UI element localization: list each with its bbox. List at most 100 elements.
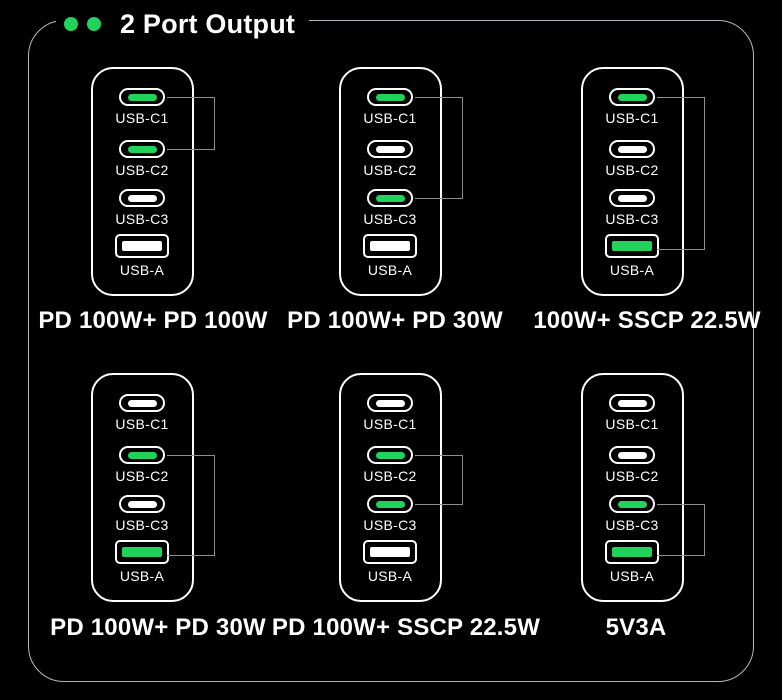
usb-a-port-icon	[115, 540, 169, 564]
port-usb-c3: USB-C3	[583, 189, 681, 227]
usb-a-port-icon	[605, 540, 659, 564]
port-usb-c1: USB-C1	[583, 88, 681, 126]
port-usb-c2: USB-C2	[93, 140, 191, 178]
usb-c-port-icon	[119, 189, 165, 207]
port-label: USB-C1	[605, 416, 659, 432]
port-usb-c3: USB-C3	[93, 495, 191, 533]
charger-caption: PD 100W+ PD 30W	[50, 614, 266, 641]
port-label: USB-C2	[363, 468, 417, 484]
charger-caption: PD 100W+ PD 30W	[287, 307, 503, 334]
green-dot-icon	[87, 17, 101, 31]
usb-c-port-icon	[119, 88, 165, 106]
port-label: USB-C2	[605, 468, 659, 484]
charger-caption: 5V3A	[605, 614, 667, 641]
port-usb-c1: USB-C1	[341, 88, 439, 126]
usb-c-port-icon	[609, 446, 655, 464]
section-header: 2 Port Output	[56, 4, 310, 44]
port-label: USB-C3	[363, 211, 417, 227]
port-pin-bar	[127, 399, 157, 407]
port-label: USB-C1	[363, 416, 417, 432]
port-usb-a: USB-A	[341, 540, 439, 584]
port-pin-bar	[617, 194, 647, 202]
port-label: USB-C1	[115, 110, 169, 126]
connection-bracket	[167, 455, 215, 556]
usb-a-port-icon	[363, 234, 417, 258]
port-pin-bar	[612, 241, 652, 251]
port-usb-c3: USB-C3	[341, 495, 439, 533]
usb-c-port-icon	[119, 446, 165, 464]
port-label: USB-A	[367, 262, 413, 278]
charger-diagram-2: USB-C1 USB-C2 USB-C3 USB-A	[339, 67, 463, 296]
port-usb-c2: USB-C2	[583, 446, 681, 484]
usb-c-port-icon	[609, 140, 655, 158]
port-pin-bar	[612, 547, 652, 557]
port-usb-c1: USB-C1	[93, 88, 191, 126]
port-label: USB-C3	[363, 517, 417, 533]
usb-c-port-icon	[609, 394, 655, 412]
port-usb-c1: USB-C1	[583, 394, 681, 432]
usb-c-port-icon	[119, 495, 165, 513]
port-pin-bar	[375, 93, 405, 101]
green-dot-icon	[64, 17, 78, 31]
port-label: USB-C3	[115, 211, 169, 227]
usb-a-port-icon	[115, 234, 169, 258]
port-pin-bar	[617, 399, 647, 407]
usb-a-port-icon	[363, 540, 417, 564]
port-label: USB-A	[119, 568, 165, 584]
usb-a-port-icon	[605, 234, 659, 258]
port-usb-c2: USB-C2	[341, 446, 439, 484]
port-label: USB-C2	[115, 468, 169, 484]
port-usb-c2: USB-C2	[341, 140, 439, 178]
port-label: USB-C1	[115, 416, 169, 432]
usb-c-port-icon	[367, 394, 413, 412]
usb-c-port-icon	[609, 88, 655, 106]
port-label: USB-C1	[605, 110, 659, 126]
connection-bracket	[657, 97, 705, 250]
port-usb-a: USB-A	[93, 540, 191, 584]
port-usb-c3: USB-C3	[583, 495, 681, 533]
port-pin-bar	[617, 145, 647, 153]
port-pin-bar	[127, 194, 157, 202]
port-usb-a: USB-A	[93, 234, 191, 278]
port-pin-bar	[127, 500, 157, 508]
port-usb-a: USB-A	[583, 234, 681, 278]
port-label: USB-A	[609, 568, 655, 584]
port-pin-bar	[617, 500, 647, 508]
connection-bracket	[657, 504, 705, 556]
usb-c-port-icon	[609, 495, 655, 513]
connection-bracket	[415, 97, 463, 199]
port-pin-bar	[375, 500, 405, 508]
charger-caption: 100W+ SSCP 22.5W	[533, 307, 761, 334]
charger-diagram-5: USB-C1 USB-C2 USB-C3 USB-A	[339, 373, 463, 602]
charger-diagram-4: USB-C1 USB-C2 USB-C3 USB-A	[91, 373, 215, 602]
usb-c-port-icon	[119, 394, 165, 412]
port-pin-bar	[375, 145, 405, 153]
port-label: USB-C2	[363, 162, 417, 178]
port-usb-c2: USB-C2	[93, 446, 191, 484]
charger-diagram-1: USB-C1 USB-C2 USB-C3 USB-A	[91, 67, 215, 296]
port-usb-c3: USB-C3	[93, 189, 191, 227]
usb-c-port-icon	[367, 189, 413, 207]
port-pin-bar	[370, 241, 410, 251]
port-pin-bar	[370, 547, 410, 557]
port-pin-bar	[122, 241, 162, 251]
port-usb-a: USB-A	[341, 234, 439, 278]
port-pin-bar	[375, 451, 405, 459]
outer-frame	[28, 20, 754, 682]
port-usb-c1: USB-C1	[341, 394, 439, 432]
port-usb-c3: USB-C3	[341, 189, 439, 227]
port-label: USB-C2	[115, 162, 169, 178]
port-label: USB-C1	[363, 110, 417, 126]
port-pin-bar	[127, 93, 157, 101]
charger-diagram-6: USB-C1 USB-C2 USB-C3 USB-A	[581, 373, 705, 602]
port-usb-a: USB-A	[583, 540, 681, 584]
port-pin-bar	[127, 145, 157, 153]
usb-c-port-icon	[609, 189, 655, 207]
port-pin-bar	[122, 547, 162, 557]
usb-c-port-icon	[367, 140, 413, 158]
port-label: USB-A	[367, 568, 413, 584]
charger-caption: PD 100W+ SSCP 22.5W	[271, 614, 541, 641]
port-pin-bar	[617, 451, 647, 459]
port-label: USB-C2	[605, 162, 659, 178]
